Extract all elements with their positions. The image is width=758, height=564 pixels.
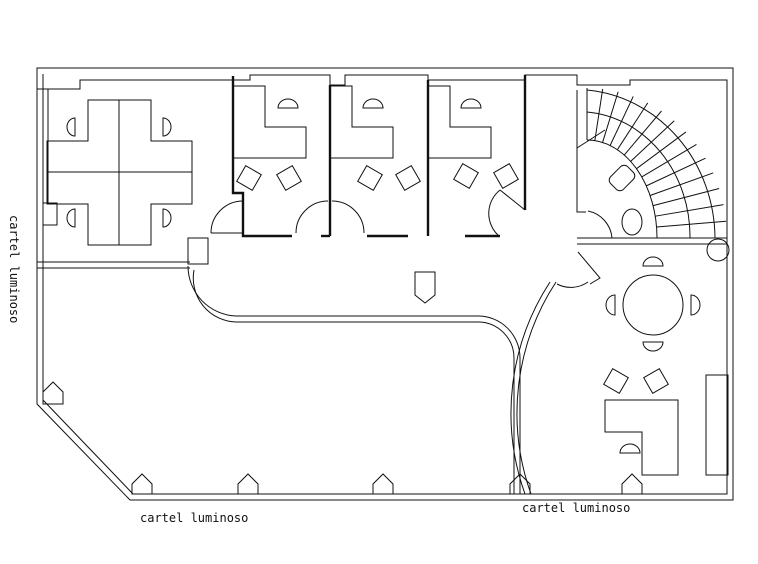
toilet-icon (608, 164, 636, 192)
column-marker (414, 271, 436, 304)
chair-icon (642, 256, 664, 267)
stair-tread (623, 110, 662, 156)
stair-tread (609, 96, 634, 146)
sink-icon (621, 208, 643, 236)
window-band-left (37, 89, 190, 269)
stair-tread (616, 102, 649, 150)
display-markers (42, 381, 643, 495)
armchair-icon (357, 165, 383, 191)
spiral-staircase (576, 88, 730, 262)
sign-label-left: cartel luminoso (7, 215, 21, 323)
chair-icon (619, 443, 641, 454)
chair-icon (162, 117, 172, 137)
door-swing (295, 200, 329, 234)
stair-tread (649, 172, 714, 196)
stair-tread (655, 204, 724, 217)
armchair-icon (603, 368, 629, 394)
armchair-icon (643, 368, 669, 394)
sign-label-bottom-right: cartel luminoso (522, 501, 630, 515)
corridor-wall (187, 237, 521, 494)
chair-icon (162, 208, 172, 228)
cabinet (705, 374, 729, 476)
chair-icon (362, 98, 384, 109)
door-swing (210, 200, 244, 234)
chair-icon (690, 294, 701, 316)
outer-walls (36, 67, 734, 501)
chair-icon (277, 98, 299, 109)
stair-tread (636, 131, 687, 170)
armchair-icon (236, 165, 262, 191)
armchair-icon (395, 165, 421, 191)
chair-icon (66, 117, 76, 137)
door-swing (488, 189, 501, 237)
armchair-icon (493, 163, 519, 189)
chair-icon (605, 294, 616, 316)
round-table (622, 274, 684, 336)
reception-room (510, 251, 729, 495)
armchair-icon (276, 165, 302, 191)
sign-label-bottom: cartel luminoso (140, 511, 248, 525)
reception-desk (604, 399, 679, 476)
stair-tread (602, 91, 619, 143)
stair-tread (652, 187, 720, 207)
stair-tread (641, 144, 697, 178)
private-offices (210, 75, 527, 238)
workstation-cluster (46, 99, 193, 246)
chair-icon (642, 341, 664, 352)
chair-icon (66, 208, 76, 228)
stair-tread (594, 88, 604, 141)
chair-icon (460, 98, 482, 109)
door-swing (331, 200, 365, 234)
stair-tread (656, 220, 727, 228)
armchair-icon (453, 163, 479, 189)
stair-tread (630, 120, 675, 162)
stair-tread (646, 157, 706, 187)
